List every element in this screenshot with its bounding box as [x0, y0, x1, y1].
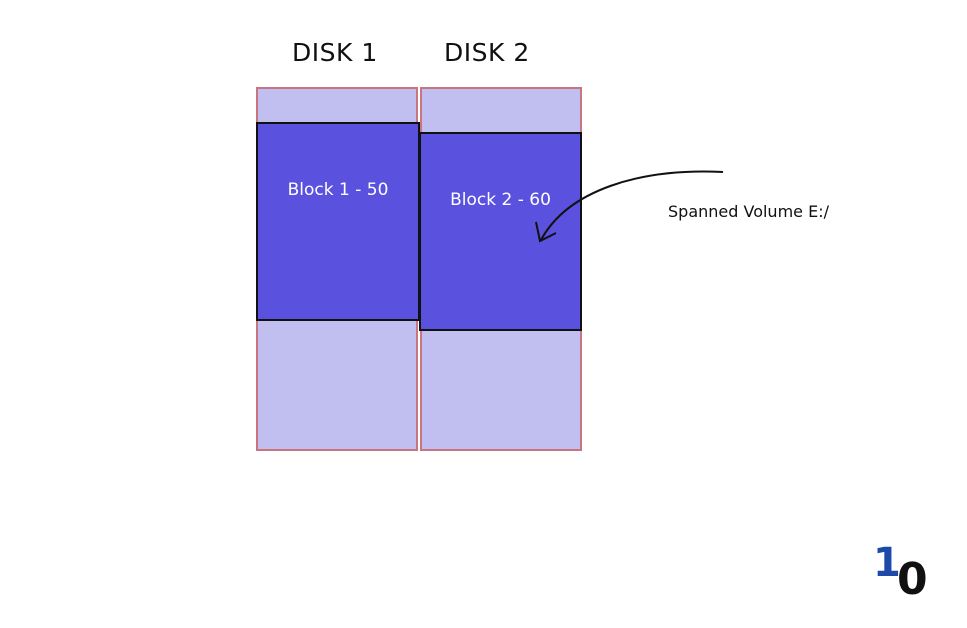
logo-digit-one: 1 [873, 540, 901, 586]
logo: 1 0 [871, 543, 937, 609]
logo-digit-zero: 0 [897, 554, 928, 605]
disk-1-label: DISK 1 [292, 38, 378, 67]
block-1-label: Block 1 - 50 [287, 180, 389, 200]
disk-2-label: DISK 2 [444, 38, 530, 67]
block-1: Block 1 - 50 [256, 122, 420, 321]
spanned-volume-label: Spanned Volume E:/ [668, 202, 829, 221]
block-2-label: Block 2 - 60 [450, 190, 551, 210]
block-2: Block 2 - 60 [419, 132, 582, 331]
